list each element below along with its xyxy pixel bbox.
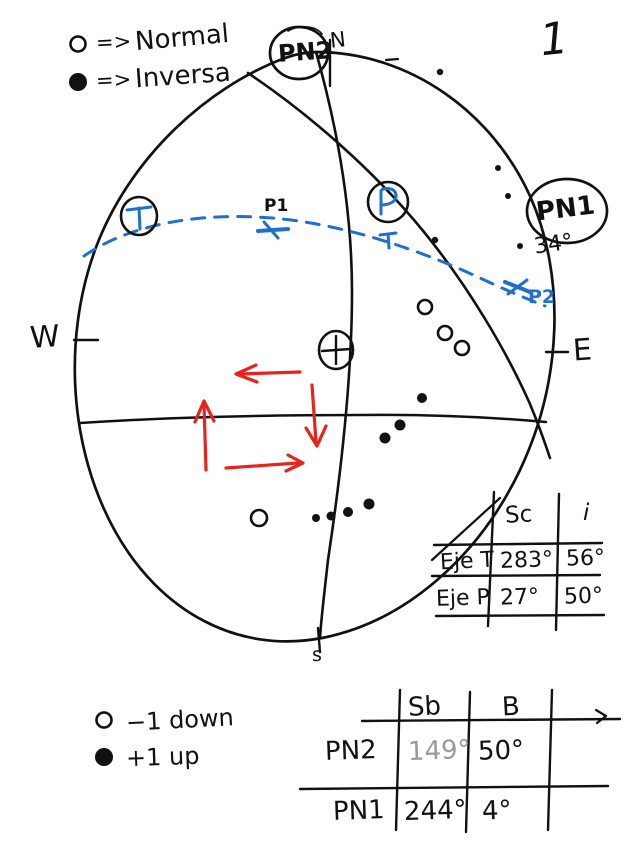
table-axes-row-t-sc: 283° — [499, 547, 554, 574]
table-axes-rules — [430, 490, 606, 632]
legend-top-symbols — [69, 35, 87, 91]
table-axes-row-label-t: Eje T — [439, 547, 495, 576]
pn2-circled-label — [268, 25, 330, 81]
data-filled-circles — [312, 68, 523, 522]
legend-up-label: +1 up — [125, 741, 200, 773]
pn2-label: PN2 — [277, 36, 334, 68]
table-planes-rules — [298, 688, 622, 834]
table-axes-header-sc: Sc — [504, 501, 533, 529]
pole-p1-label: P1 — [264, 196, 289, 216]
table-planes-header-b: B — [501, 691, 521, 723]
table-planes-row-label-pn2: PN2 — [324, 735, 378, 767]
table-axes-row-p-sc: 27° — [499, 584, 540, 611]
red-slip-arrows — [193, 363, 328, 473]
stereonet-outer-circle — [73, 50, 556, 643]
p-axis-circled-marker — [366, 180, 410, 224]
table-planes-row-pn2-sb: 149° — [407, 734, 472, 768]
center-circled-plus-icon — [317, 329, 355, 371]
table-planes-row-pn2-b: 50° — [477, 735, 525, 767]
legend-filled-arrow: => — [95, 67, 132, 93]
legend-open-arrow: => — [95, 29, 132, 55]
table-planes-row-label-pn1: PN1 — [332, 795, 386, 827]
table-axes-header-i: i — [583, 500, 590, 526]
page-number: 1 — [537, 12, 571, 67]
table-axes-row-label-p: Eje P — [435, 585, 491, 612]
auxiliary-horizontal-line — [78, 413, 548, 425]
data-open-circles — [249, 298, 471, 528]
table-planes-row-pn1-b: 4° — [481, 795, 513, 827]
table-axes-row-t-i: 56° — [565, 545, 606, 572]
legend-bottom-symbols — [95, 711, 113, 766]
table-axes-row-p-i: 50° — [563, 583, 604, 610]
table-planes-row-pn1-sb: 244° — [403, 794, 468, 828]
pole-p1-cross-marker — [256, 220, 290, 240]
compass-south-label: s — [312, 644, 322, 666]
compass-east-label: E — [571, 332, 594, 369]
blue-dashed-great-circle — [82, 215, 547, 308]
compass-ticks — [72, 38, 570, 654]
t-axis-circled-marker — [119, 195, 159, 237]
nodal-plane-1-great-circle — [314, 50, 354, 640]
pn1-circled-label — [525, 177, 609, 245]
compass-north-label: N — [328, 27, 347, 53]
legend-down-label: −1 down — [125, 703, 235, 737]
pole-p2-label: P2 — [528, 286, 556, 308]
pole-p2-cross-marker — [503, 278, 532, 296]
table-planes-header-sb: Sb — [407, 691, 442, 723]
nodal-plane-2-great-circle — [246, 71, 552, 460]
compass-west-label: W — [28, 319, 61, 356]
blue-tick-mark — [378, 231, 398, 250]
